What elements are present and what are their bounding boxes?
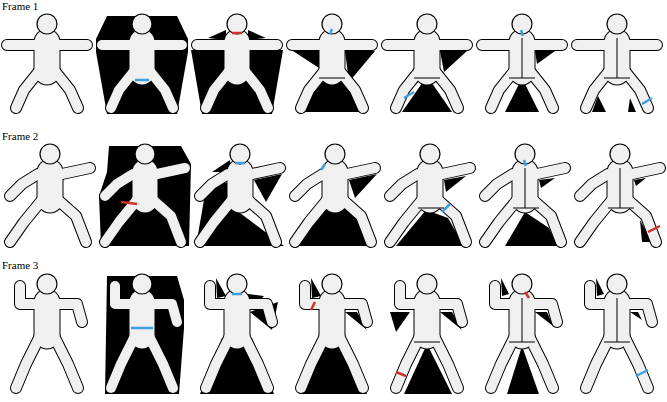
frame-label: Frame 1 [2, 0, 38, 12]
pose-figure [7, 14, 87, 108]
pose-figure [586, 274, 652, 388]
frame-label: Frame 3 [2, 259, 38, 271]
pose-figure [387, 14, 467, 112]
pose-figure [196, 144, 284, 246]
pose-figure [292, 14, 375, 112]
pose-figure [485, 144, 565, 246]
pose-figure [580, 144, 660, 242]
pose-figure [191, 14, 283, 114]
pose-figure [390, 144, 470, 246]
pose-figure [577, 14, 657, 112]
frame-label: Frame 2 [2, 130, 38, 142]
pose-figure [10, 144, 90, 242]
pose-figure [299, 274, 367, 394]
pose-figure [482, 14, 562, 112]
pose-figure [390, 274, 462, 394]
pose-figure [293, 144, 377, 246]
pose-figure [96, 14, 188, 114]
pose-figure [200, 274, 278, 394]
pose-figure [491, 274, 557, 394]
pose-figure [105, 274, 184, 394]
pose-figure [16, 274, 82, 388]
pose-figure [99, 144, 191, 246]
